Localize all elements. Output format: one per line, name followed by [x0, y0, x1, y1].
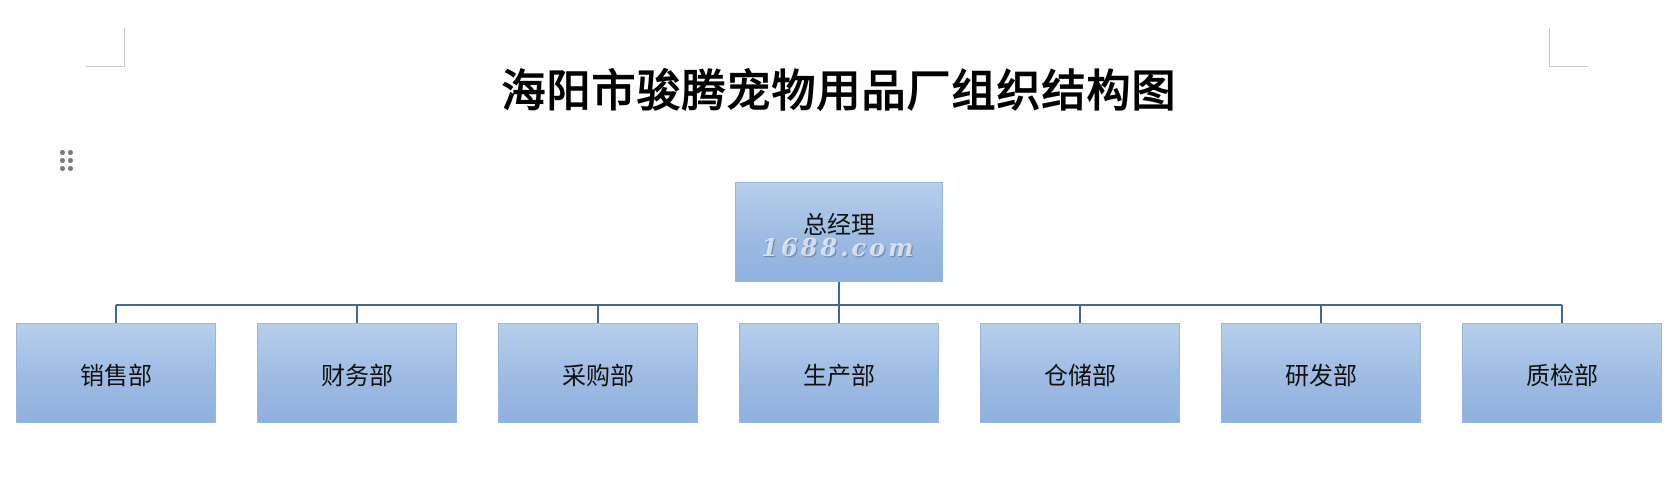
- page-title: 海阳市骏腾宠物用品厂组织结构图: [501, 66, 1177, 117]
- node-warehouse-dept[interactable]: 仓储部: [980, 323, 1180, 423]
- node-label: 生产部: [803, 361, 875, 390]
- node-label: 总经理: [803, 210, 875, 239]
- node-label: 研发部: [1285, 361, 1357, 390]
- drag-handle-icon[interactable]: [58, 148, 76, 174]
- node-label: 仓储部: [1044, 361, 1116, 390]
- node-finance-dept[interactable]: 财务部: [257, 323, 457, 423]
- watermark-text: 1688.com: [761, 233, 917, 262]
- crop-mark-top-right: [1549, 28, 1588, 67]
- crop-mark-top-left: [86, 28, 125, 67]
- node-sales-dept[interactable]: 销售部: [16, 323, 216, 423]
- node-rnd-dept[interactable]: 研发部: [1221, 323, 1421, 423]
- node-quality-dept[interactable]: 质检部: [1462, 323, 1662, 423]
- node-purchasing-dept[interactable]: 采购部: [498, 323, 698, 423]
- node-label: 财务部: [321, 361, 393, 390]
- node-production-dept[interactable]: 生产部: [739, 323, 939, 423]
- node-label: 采购部: [562, 361, 634, 390]
- node-general-manager[interactable]: 总经理 1688.com: [735, 182, 943, 282]
- node-label: 销售部: [80, 361, 152, 390]
- node-label: 质检部: [1526, 361, 1598, 390]
